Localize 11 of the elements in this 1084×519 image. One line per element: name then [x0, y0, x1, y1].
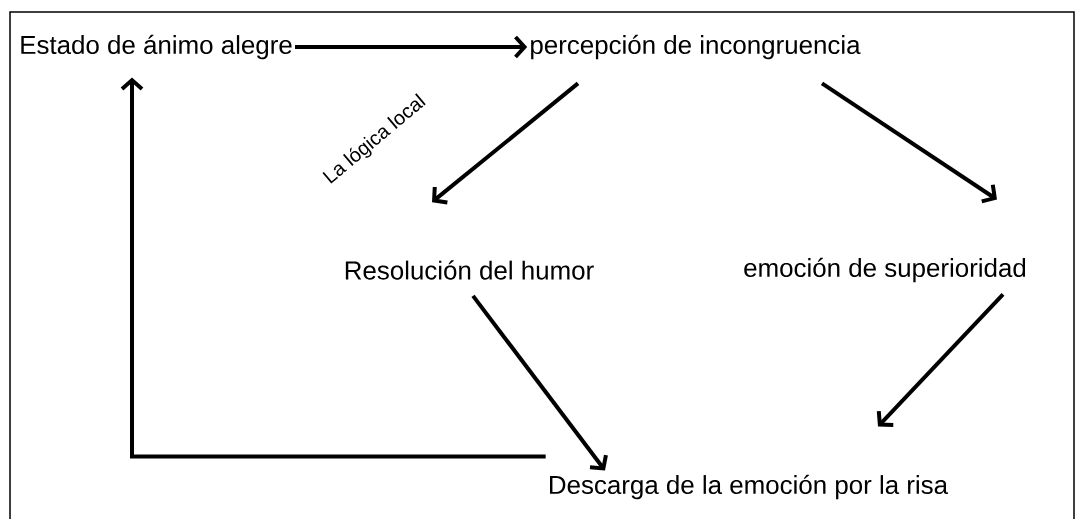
arrow: [876, 293, 1005, 427]
node-text: Resolución del humor: [345, 260, 594, 280]
arrow: [295, 35, 528, 59]
arrow: [120, 77, 546, 459]
arrow: [432, 81, 580, 205]
node-text: Descarga de la emoción por la risa: [550, 474, 948, 500]
node-text: percepción de incongruencia: [531, 34, 861, 60]
arrow: [471, 294, 608, 471]
node-text: emoción de superioridad: [744, 257, 1026, 283]
arrow: [820, 81, 997, 204]
node-text: Estado de ánimo alegre: [21, 34, 292, 60]
